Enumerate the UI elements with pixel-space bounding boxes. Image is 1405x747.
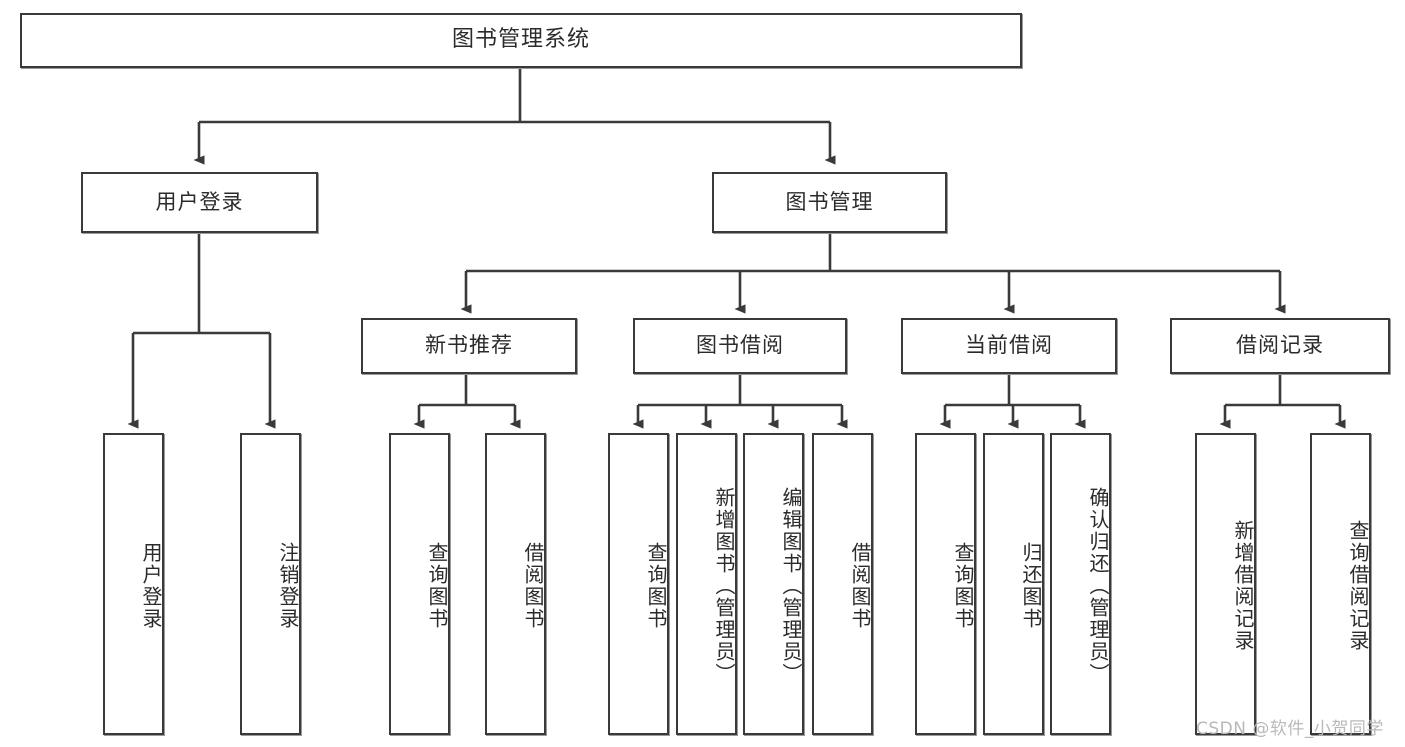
node-new-book-recommend[interactable]: 新书推荐 xyxy=(361,318,577,374)
node-leaf-confirm-return[interactable]: 确认归还（管理员） xyxy=(1050,433,1111,735)
node-leaf-query-record[interactable]: 查询借阅记录 xyxy=(1310,433,1371,735)
node-leaf-return-book[interactable]: 归还图书 xyxy=(983,433,1044,735)
node-book-manage[interactable]: 图书管理 xyxy=(712,172,947,233)
node-root-system[interactable]: 图书管理系统 xyxy=(20,13,1022,68)
node-leaf-logout-login[interactable]: 注销登录 xyxy=(240,433,301,735)
node-leaf-query-book-2[interactable]: 查询图书 xyxy=(608,433,669,735)
node-leaf-add-record[interactable]: 新增借阅记录 xyxy=(1195,433,1256,735)
node-user-login[interactable]: 用户登录 xyxy=(81,172,318,233)
node-leaf-query-book-3[interactable]: 查询图书 xyxy=(915,433,976,735)
node-leaf-add-book[interactable]: 新增图书（管理员） xyxy=(676,433,737,735)
csdn-watermark: CSDN @软件_小贺同学 xyxy=(1196,719,1384,739)
node-book-borrow[interactable]: 图书借阅 xyxy=(633,318,847,374)
node-borrow-record[interactable]: 借阅记录 xyxy=(1170,318,1390,374)
node-leaf-borrow-book-1[interactable]: 借阅图书 xyxy=(485,433,546,735)
node-leaf-edit-book[interactable]: 编辑图书（管理员） xyxy=(743,433,804,735)
node-current-borrow[interactable]: 当前借阅 xyxy=(901,318,1117,374)
node-leaf-user-login[interactable]: 用户登录 xyxy=(103,433,164,735)
node-leaf-borrow-book-2[interactable]: 借阅图书 xyxy=(812,433,873,735)
node-leaf-query-book-1[interactable]: 查询图书 xyxy=(389,433,450,735)
